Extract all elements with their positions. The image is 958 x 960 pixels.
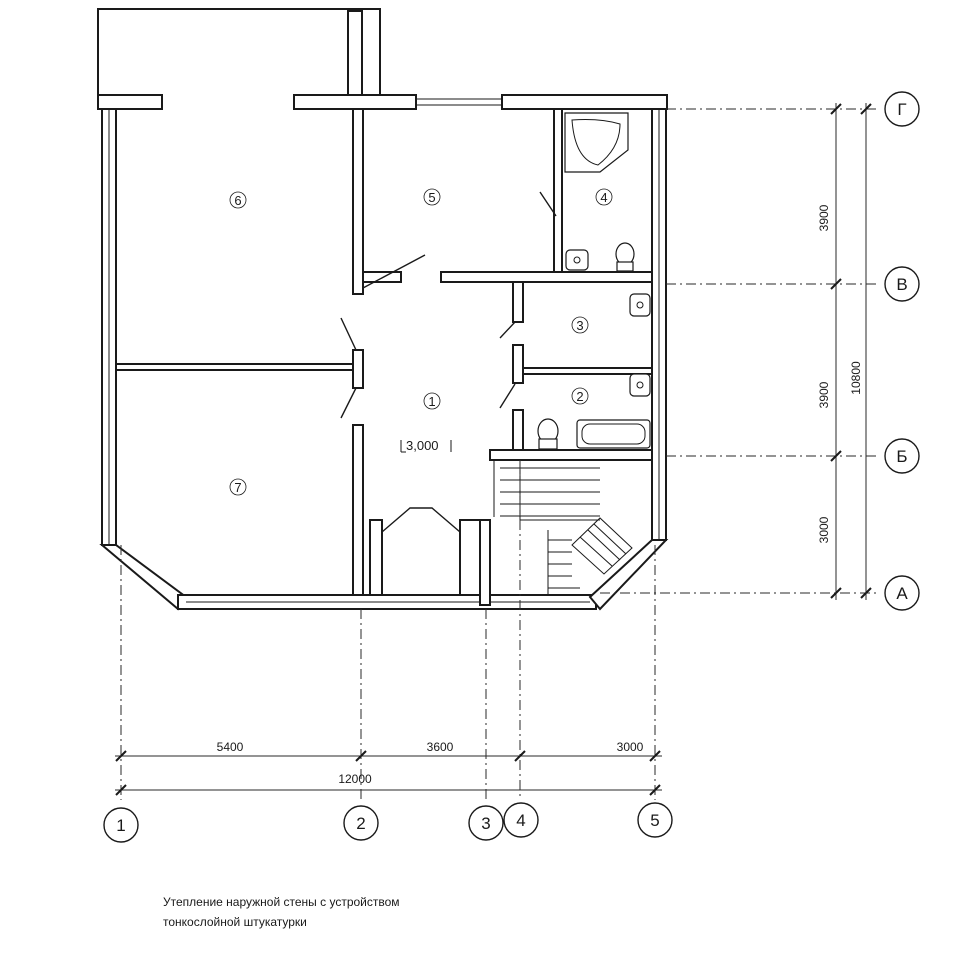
svg-text:1: 1: [428, 394, 435, 409]
axis-bubble-4: 4: [503, 802, 539, 838]
room-5-label: 5: [423, 188, 441, 206]
bathtub-icon: [576, 419, 651, 449]
axis-bubble-3: 3: [468, 805, 504, 841]
svg-text:В: В: [896, 275, 907, 294]
svg-text:5: 5: [428, 190, 435, 205]
right-dimensions: 3900 3900 3000 10800: [817, 103, 872, 600]
svg-text:2: 2: [576, 389, 583, 404]
svg-text:А: А: [896, 584, 908, 603]
axis-bubble-g: Г: [884, 91, 920, 127]
interior-walls: [115, 108, 653, 606]
bottom-dimensions: 5400 3600 3000 12000: [115, 740, 662, 796]
staircase: [493, 460, 633, 595]
axis-bubble-a: А: [884, 575, 920, 611]
insulation-note: Утепление наружной стены с устройством т…: [163, 895, 400, 929]
room-1-label: 1: [423, 392, 441, 410]
dim-3000-right: 3000: [817, 516, 831, 543]
exterior-walls: [97, 94, 669, 611]
axis-bubbles-horizontal: Г В Б А: [884, 91, 920, 611]
room-6-label: 6: [229, 191, 247, 209]
axis-bubble-1: 1: [103, 807, 139, 843]
dim-3600: 3600: [427, 740, 454, 754]
axis-bubble-b: Б: [884, 438, 920, 474]
doors: [340, 191, 557, 533]
svg-text:4: 4: [516, 811, 525, 830]
sink-icon-room2: [629, 373, 651, 397]
toilet-icon-room2: [537, 418, 559, 450]
axis-bubble-2: 2: [343, 805, 379, 841]
dim-3900-middle: 3900: [817, 381, 831, 408]
room-2-label: 2: [571, 387, 589, 405]
dim-5400: 5400: [217, 740, 244, 754]
svg-text:2: 2: [356, 814, 365, 833]
axis-bubbles-vertical: 1 2 3 4 5: [103, 802, 673, 843]
room-4-label: 4: [595, 188, 613, 206]
svg-text:Г: Г: [897, 100, 906, 119]
svg-text:3: 3: [576, 318, 583, 333]
dim-3900-top: 3900: [817, 204, 831, 231]
elevation-mark: 3,000: [400, 438, 452, 453]
note-line-2: тонкослойной штукатурки: [163, 915, 307, 929]
svg-text:3,000: 3,000: [406, 438, 439, 453]
room-3-label: 3: [571, 316, 589, 334]
note-line-1: Утепление наружной стены с устройством: [163, 895, 400, 909]
terrace-outline: [97, 8, 381, 102]
room-labels: 6 5 4 3 2 1 7: [229, 188, 613, 496]
dim-12000: 12000: [338, 772, 372, 786]
corner-bathtub-icon: [564, 112, 629, 173]
svg-text:6: 6: [234, 193, 241, 208]
sink-icon-room3: [629, 293, 651, 317]
sanitary-fixtures: [537, 112, 651, 450]
svg-text:Б: Б: [896, 447, 907, 466]
svg-text:5: 5: [650, 811, 659, 830]
horizontal-axis-lines: [600, 108, 880, 594]
axis-bubble-v: В: [884, 266, 920, 302]
svg-text:3: 3: [481, 814, 490, 833]
svg-text:4: 4: [600, 190, 607, 205]
svg-text:7: 7: [234, 480, 241, 495]
axis-bubble-5: 5: [637, 802, 673, 838]
sink-icon-room4: [565, 249, 589, 271]
svg-text:1: 1: [116, 816, 125, 835]
vertical-axis-lines: [120, 460, 656, 800]
room-7-label: 7: [229, 478, 247, 496]
dim-3000-bottom: 3000: [617, 740, 644, 754]
toilet-icon-room4: [615, 242, 635, 272]
dim-10800: 10800: [849, 361, 863, 395]
